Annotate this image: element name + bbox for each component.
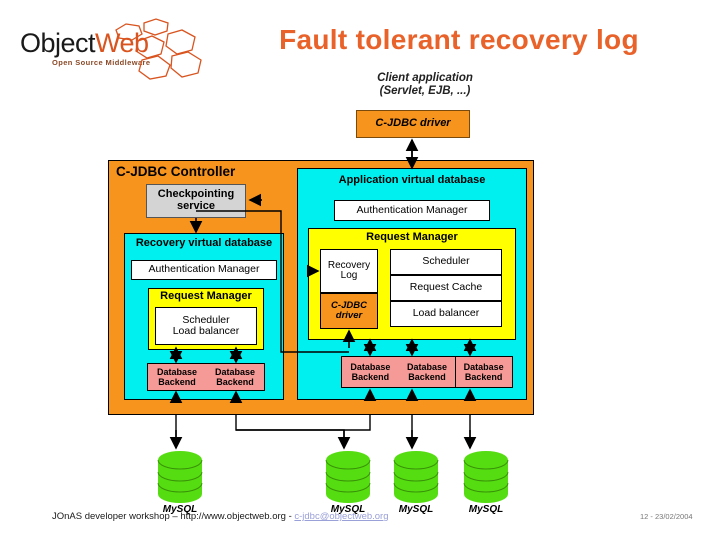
- logo-word-object: Object: [20, 28, 96, 58]
- application-scheduler-label: Scheduler: [422, 255, 470, 268]
- recovery-request-manager-items: Scheduler Load balancer: [155, 307, 257, 345]
- application-database-backend-2: Database Backend: [399, 362, 456, 383]
- application-backend-separator: [455, 356, 456, 388]
- mysql-label-2: MySQL: [330, 504, 366, 515]
- application-authentication-manager-label: Authentication Manager: [356, 203, 468, 216]
- application-backend-1-line1: Database: [350, 361, 391, 372]
- mysql-database-2: MySQL: [324, 450, 372, 515]
- database-cylinder-icon: [325, 451, 371, 503]
- application-database-backends: Database Backend Database Backend Databa…: [341, 356, 513, 388]
- footer-text: JOnAS developer workshop – http://www.ob…: [52, 511, 295, 522]
- application-backend-1-line2: Backend: [351, 372, 390, 382]
- application-backend-2-line2: Backend: [408, 372, 446, 382]
- application-virtual-database-title: Application virtual database: [338, 174, 486, 186]
- page-title: Fault tolerant recovery log: [279, 24, 639, 55]
- recovery-authentication-manager-label: Authentication Manager: [148, 263, 260, 276]
- application-database-backend-1: Database Backend: [342, 362, 399, 383]
- checkpointing-service-box: Checkpointing service: [146, 184, 246, 218]
- client-application-label: Client application (Servlet, EJB, ...): [330, 72, 520, 98]
- recovery-log-line1: Recovery: [327, 259, 371, 271]
- footer-email-link[interactable]: c-jdbc@objectweb.org: [294, 511, 389, 522]
- footer: JOnAS developer workshop – http://www.ob…: [52, 511, 389, 522]
- checkpointing-line1: Checkpointing: [157, 188, 235, 201]
- application-load-balancer-label: Load balancer: [412, 307, 480, 320]
- client-application-line1: Client application: [377, 72, 473, 84]
- client-cjdbc-driver-box: C-JDBC driver: [356, 110, 470, 138]
- application-backend-3-line1: Database: [463, 361, 504, 372]
- page-number: 12 - 23/02/2004: [640, 512, 693, 521]
- internal-cjdbc-driver-box: C-JDBC driver: [320, 293, 378, 329]
- application-authentication-manager-box: Authentication Manager: [334, 200, 490, 221]
- client-application-line2: (Servlet, EJB, ...): [379, 84, 471, 97]
- objectweb-logo: ObjectWeb Open Source Middleware: [14, 18, 214, 80]
- mysql-label-4: MySQL: [468, 504, 504, 515]
- internal-cjdbc-driver-line2: driver: [335, 310, 363, 321]
- database-cylinder-icon: [393, 451, 439, 503]
- mysql-database-3: MySQL: [392, 450, 440, 515]
- cjdbc-controller-title: C-JDBC Controller: [116, 164, 236, 179]
- application-backend-2-line1: Database: [406, 361, 448, 372]
- mysql-database-4: MySQL: [462, 450, 510, 515]
- application-request-cache-box: Request Cache: [390, 275, 502, 301]
- recovery-backend-2-line1: Database: [214, 366, 256, 377]
- recovery-request-manager-title: Request Manager: [160, 290, 252, 302]
- internal-cjdbc-driver-line1: C-JDBC: [331, 300, 367, 312]
- recovery-backend-2-line2: Backend: [216, 377, 254, 387]
- recovery-database-backend-1: Database Backend: [148, 367, 206, 388]
- mysql-label-3: MySQL: [398, 504, 434, 515]
- logo-tagline: Open Source Middleware: [52, 58, 151, 67]
- mysql-database-1: MySQL: [156, 450, 204, 515]
- application-request-cache-label: Request Cache: [409, 281, 483, 294]
- recovery-log-line2: Log: [340, 270, 358, 281]
- application-scheduler-box: Scheduler: [390, 249, 502, 275]
- application-load-balancer-box: Load balancer: [390, 301, 502, 327]
- recovery-log-box: Recovery Log: [320, 249, 378, 293]
- database-cylinder-icon: [157, 451, 203, 503]
- logo-hexagon-mesh-icon: [115, 18, 202, 80]
- mysql-label-1: MySQL: [162, 504, 198, 515]
- application-request-manager-title: Request Manager: [366, 231, 458, 243]
- checkpointing-line2: service: [177, 200, 215, 212]
- application-database-backend-3: Database Backend: [455, 362, 512, 383]
- application-backend-3-line2: Backend: [464, 372, 503, 382]
- recovery-authentication-manager-box: Authentication Manager: [131, 260, 277, 280]
- recovery-database-backends: Database Backend Database Backend: [147, 363, 265, 391]
- client-cjdbc-driver-label: C-JDBC driver: [375, 117, 451, 130]
- recovery-virtual-database-title: Recovery virtual database: [135, 237, 273, 249]
- recovery-scheduler-label: Scheduler: [182, 313, 230, 326]
- recovery-database-backend-2: Database Backend: [206, 367, 264, 388]
- recovery-load-balancer-label: Load balancer: [172, 325, 240, 337]
- recovery-backend-1-line1: Database: [156, 366, 198, 377]
- logo-wordmark: ObjectWeb: [20, 28, 149, 59]
- recovery-backend-1-line2: Backend: [158, 377, 196, 387]
- database-cylinder-icon: [463, 451, 509, 503]
